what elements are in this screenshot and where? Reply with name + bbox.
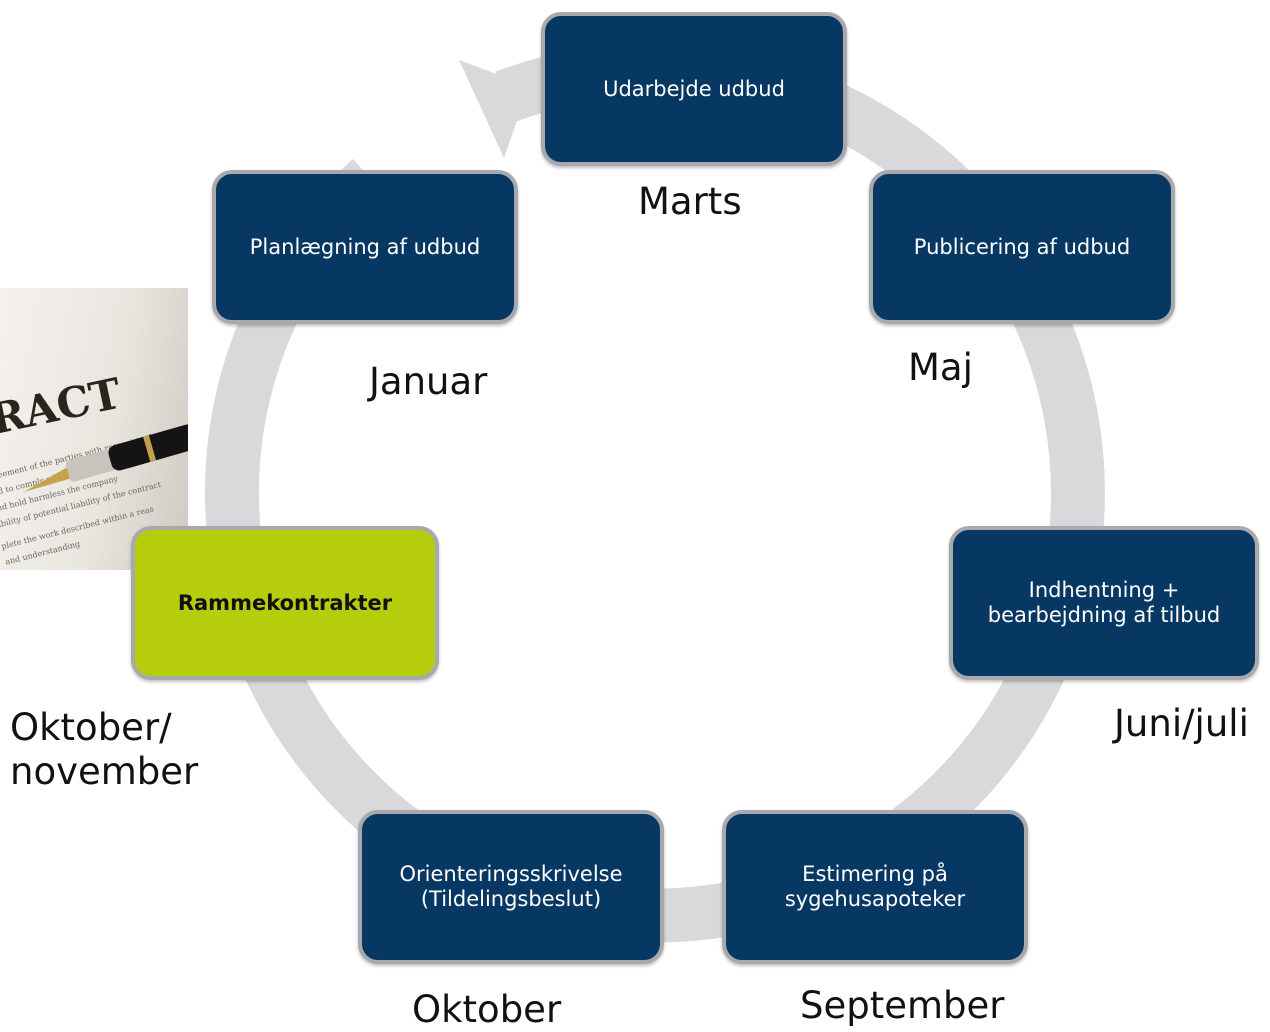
month-label-marts: Marts bbox=[638, 180, 742, 223]
step-orienteringsskrivelse: Orienteringsskrivelse (Tildelingsbeslut) bbox=[358, 810, 664, 964]
cycle-arrow-head bbox=[459, 60, 529, 158]
month-label-september: September bbox=[800, 984, 1005, 1027]
step-publicering-af-udbud: Publicering af udbud bbox=[869, 170, 1175, 324]
month-label-januar: Januar bbox=[369, 360, 488, 403]
month-label-oktober-november: Oktober/ november bbox=[10, 706, 199, 793]
fountain-pen-icon bbox=[23, 424, 188, 492]
step-indhentning-tilbud: Indhentning + bearbejdning af tilbud bbox=[949, 526, 1259, 680]
contract-photo: RACT agreement of the parties with respe… bbox=[0, 288, 188, 570]
step-estimering-sygehusapoteker: Estimering på sygehusapoteker bbox=[722, 810, 1028, 964]
month-label-juni-juli: Juni/juli bbox=[1114, 702, 1249, 745]
month-label-oktober: Oktober bbox=[412, 988, 562, 1031]
step-rammekontrakter: Rammekontrakter bbox=[131, 526, 439, 680]
step-udarbejde-udbud: Udarbejde udbud bbox=[541, 12, 847, 166]
contract-heading-text: RACT bbox=[0, 369, 125, 444]
step-planlaegning-af-udbud: Planlægning af udbud bbox=[212, 170, 518, 324]
month-label-maj: Maj bbox=[908, 346, 973, 389]
